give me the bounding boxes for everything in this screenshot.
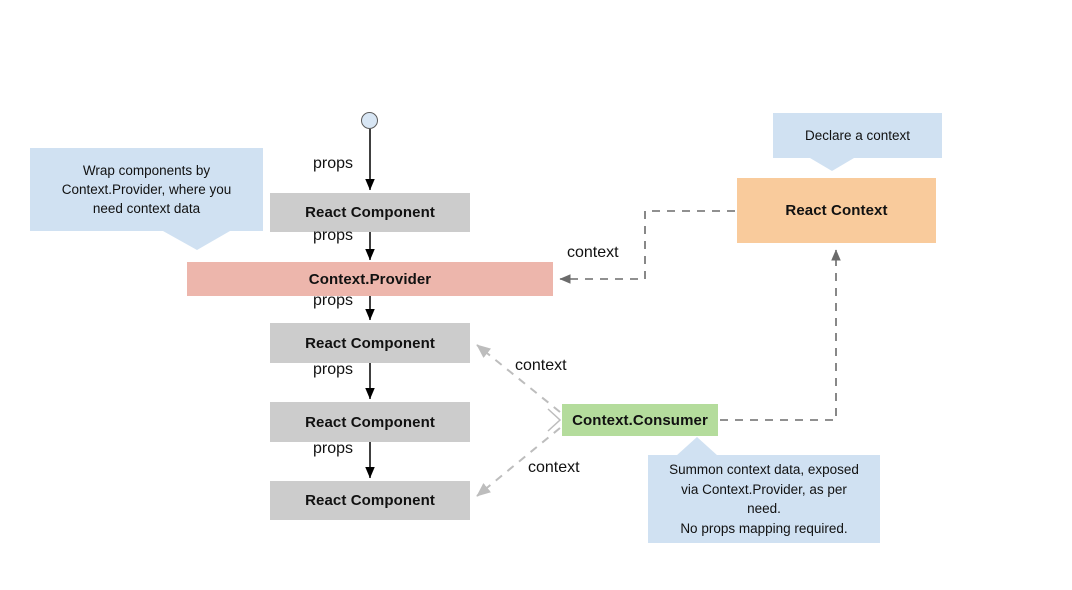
edge-label-props-5: props <box>313 440 354 457</box>
node-label: Context.Provider <box>308 270 432 288</box>
node-label: React Component <box>305 413 435 431</box>
node-react-component-1[interactable]: React Component <box>270 193 470 232</box>
node-label: Context.Consumer <box>572 411 708 429</box>
callout-text: Declare a context <box>804 128 911 143</box>
callout-text: Wrap components by Context.Provider, whe… <box>61 163 232 216</box>
callout-tail-summon <box>676 437 718 456</box>
callout-declare-context: Declare a context <box>773 113 942 158</box>
flow-start-dot <box>361 112 378 129</box>
node-label: React Component <box>305 334 435 352</box>
node-react-context[interactable]: React Context <box>737 178 936 243</box>
edge-label-context-upper: context <box>515 357 567 374</box>
edge-label-context-lower: context <box>528 459 580 476</box>
consumer-left-chevron <box>547 408 562 432</box>
edge-label-props-2: props <box>313 227 354 244</box>
node-label: React Component <box>305 492 435 509</box>
node-label: React Context <box>785 202 888 219</box>
edge-label-context-provider: context <box>567 244 619 261</box>
node-context-consumer[interactable]: Context.Consumer <box>562 404 718 436</box>
edge-consumer-to-component2 <box>476 344 561 413</box>
node-react-component-4[interactable]: React Component <box>270 481 470 520</box>
edge-label-props-1: props <box>313 155 354 172</box>
edge-label-props-4: props <box>313 361 354 378</box>
node-react-component-2[interactable]: React Component <box>270 323 470 363</box>
node-context-provider[interactable]: Context.Provider <box>187 262 553 296</box>
node-react-component-3[interactable]: React Component <box>270 402 470 442</box>
callout-text: Summon context data, exposed via Context… <box>669 462 859 536</box>
edge-label-props-3: props <box>313 292 354 309</box>
callout-tail-wrap <box>163 231 230 250</box>
callout-wrap-components: Wrap components by Context.Provider, whe… <box>30 148 263 231</box>
node-label: React Component <box>305 204 435 221</box>
callout-tail-declare <box>810 158 854 171</box>
callout-summon-context: Summon context data, exposed via Context… <box>648 455 880 543</box>
edge-consumer-to-context <box>720 249 841 421</box>
